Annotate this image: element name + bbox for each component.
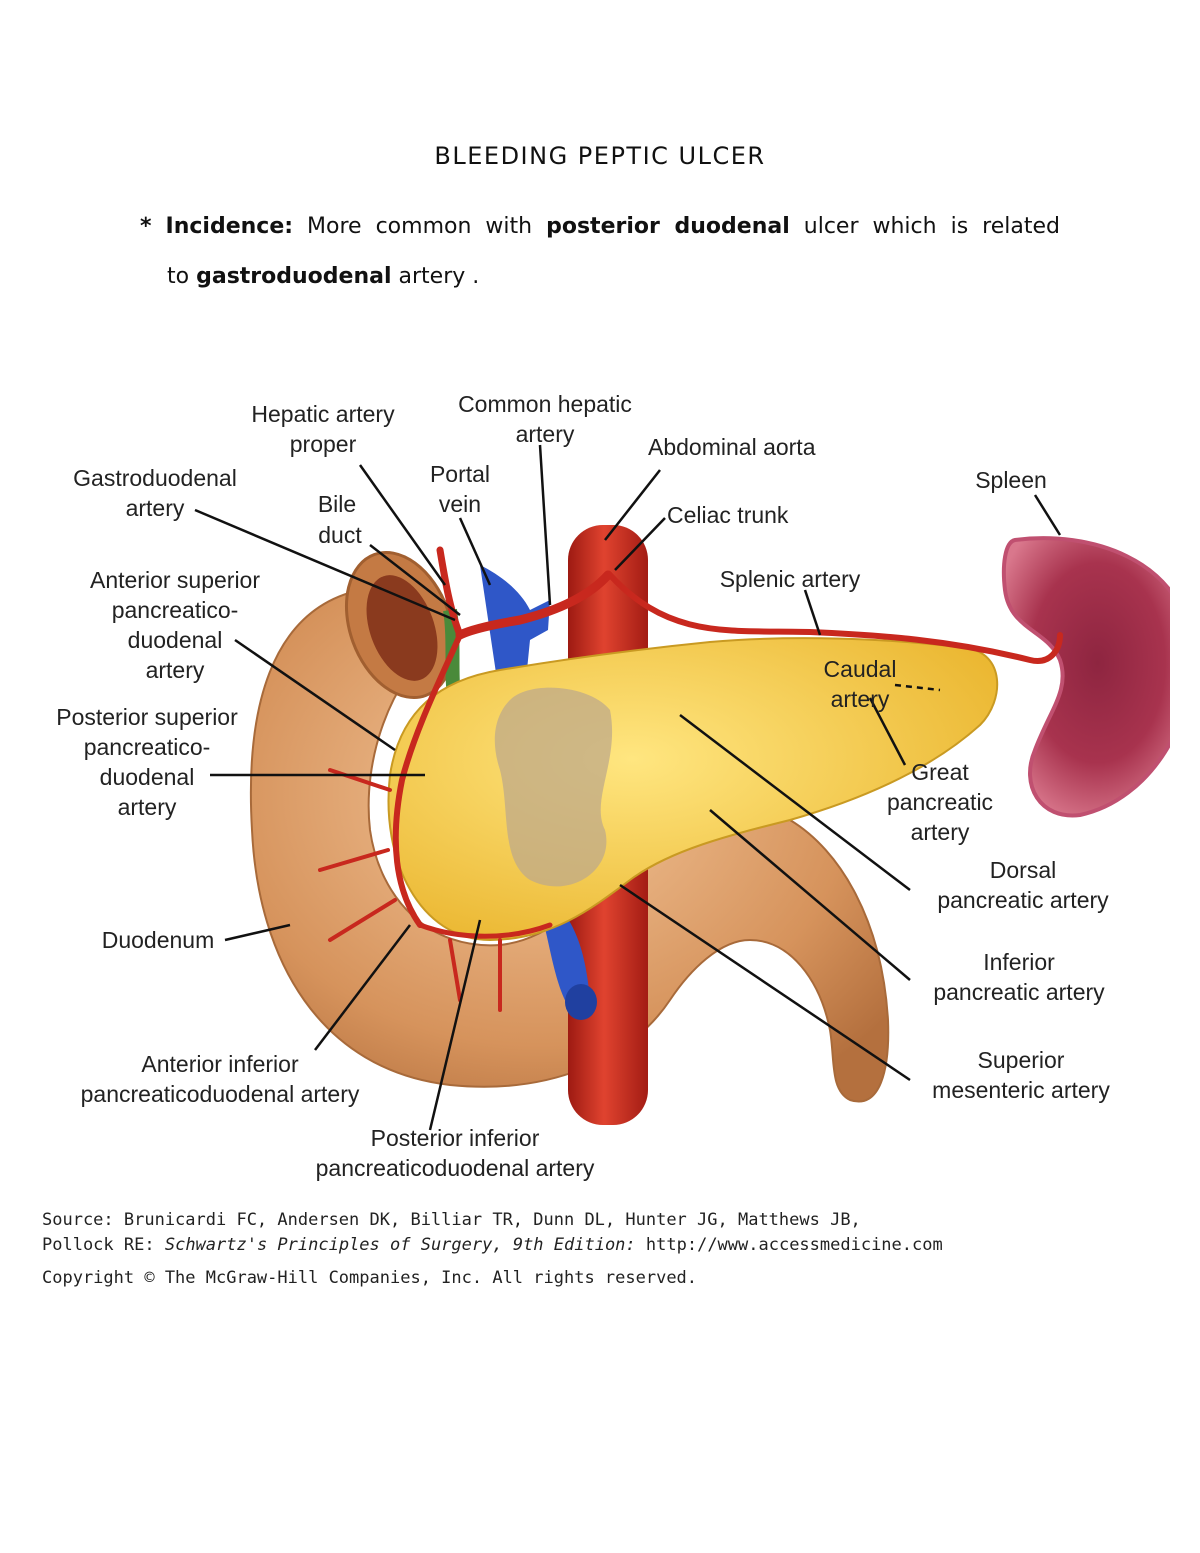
label-inferior-pancreatic-artery: pancreatic artery bbox=[933, 979, 1105, 1005]
page-title: BLEEDING PEPTIC ULCER bbox=[434, 142, 766, 170]
pancreas-blood-supply-illustration: Hepatic artery proper Common hepatic art… bbox=[56, 391, 1170, 1181]
label-posterior-inferior-pd-artery: pancreaticoduodenal artery bbox=[316, 1155, 595, 1181]
source-authors: Pollock RE: bbox=[42, 1235, 155, 1255]
anatomy-figure: Hepatic artery proper Common hepatic art… bbox=[30, 380, 1170, 1200]
source-line-1: Source: Brunicardi FC, Andersen DK, Bill… bbox=[42, 1210, 861, 1230]
label-posterior-superior-pd-artery: duodenal bbox=[100, 764, 195, 790]
incidence-text: ulcer which is related bbox=[803, 214, 1060, 239]
copyright-notice: Copyright © The McGraw-Hill Companies, I… bbox=[42, 1268, 698, 1288]
label-celiac-trunk: Celiac trunk bbox=[667, 502, 789, 528]
figure-labels: Hepatic artery proper Common hepatic art… bbox=[56, 391, 1110, 1181]
incidence-line-1: * Incidence: More common with posterior … bbox=[140, 202, 1060, 252]
label-inferior-pancreatic-artery: Inferior bbox=[983, 949, 1055, 975]
label-gastroduodenal-artery: Gastroduodenal bbox=[73, 465, 237, 491]
spleen-shape bbox=[1001, 536, 1170, 818]
label-posterior-superior-pd-artery: artery bbox=[118, 794, 177, 820]
label-anterior-superior-pd-artery: pancreatico- bbox=[112, 597, 239, 623]
label-caudal-artery: artery bbox=[831, 686, 890, 712]
label-posterior-superior-pd-artery: pancreatico- bbox=[84, 734, 211, 760]
incidence-paragraph: * Incidence: More common with posterior … bbox=[140, 202, 1060, 302]
incidence-emphasis: posterior duodenal bbox=[546, 214, 790, 239]
label-bile-duct: duct bbox=[318, 522, 362, 548]
artery-network bbox=[318, 546, 1063, 1012]
incidence-text: More common with bbox=[307, 214, 533, 239]
label-anterior-superior-pd-artery: duodenal bbox=[128, 627, 223, 653]
label-hepatic-artery-proper: proper bbox=[290, 431, 357, 457]
label-splenic-artery: Splenic artery bbox=[720, 566, 861, 592]
label-gastroduodenal-artery: artery bbox=[126, 495, 185, 521]
bullet: * bbox=[140, 214, 152, 239]
label-common-hepatic-artery: artery bbox=[516, 421, 575, 447]
label-duodenum: Duodenum bbox=[102, 927, 215, 953]
source-book-title: Schwartz's Principles of Surgery, 9th Ed… bbox=[164, 1235, 636, 1255]
label-abdominal-aorta: Abdominal aorta bbox=[648, 434, 816, 460]
label-caudal-artery: Caudal bbox=[824, 656, 897, 682]
label-posterior-inferior-pd-artery: Posterior inferior bbox=[371, 1125, 540, 1151]
label-anterior-superior-pd-artery: Anterior superior bbox=[90, 567, 260, 593]
label-hepatic-artery-proper: Hepatic artery bbox=[251, 401, 395, 427]
leader-lines bbox=[194, 444, 1062, 1131]
label-superior-mesenteric-artery: mesenteric artery bbox=[932, 1077, 1110, 1103]
incidence-text: to bbox=[167, 264, 190, 289]
source-line-2: Pollock RE: Schwartz's Principles of Sur… bbox=[42, 1233, 943, 1258]
label-superior-mesenteric-artery: Superior bbox=[978, 1047, 1065, 1073]
label-portal-vein: Portal bbox=[430, 461, 490, 487]
label-anterior-inferior-pd-artery: pancreaticoduodenal artery bbox=[81, 1081, 360, 1107]
incidence-line-2: to gastroduodenal artery . bbox=[140, 252, 1060, 302]
label-anterior-superior-pd-artery: artery bbox=[146, 657, 205, 683]
figure-source: Source: Brunicardi FC, Andersen DK, Bill… bbox=[42, 1208, 943, 1258]
label-dorsal-pancreatic-artery: pancreatic artery bbox=[937, 887, 1109, 913]
label-portal-vein: vein bbox=[439, 491, 481, 517]
source-url: http://www.accessmedicine.com bbox=[645, 1235, 943, 1255]
label-great-pancreatic-artery: artery bbox=[911, 819, 970, 845]
label-great-pancreatic-artery: pancreatic bbox=[887, 789, 993, 815]
incidence-label: Incidence: bbox=[165, 214, 294, 239]
label-spleen: Spleen bbox=[975, 467, 1047, 493]
label-anterior-inferior-pd-artery: Anterior inferior bbox=[141, 1051, 299, 1077]
incidence-text: artery . bbox=[398, 264, 480, 289]
pancreas-shape bbox=[387, 637, 999, 942]
label-posterior-superior-pd-artery: Posterior superior bbox=[56, 704, 238, 730]
label-great-pancreatic-artery: Great bbox=[911, 759, 969, 785]
label-common-hepatic-artery: Common hepatic bbox=[458, 391, 632, 417]
label-dorsal-pancreatic-artery: Dorsal bbox=[990, 857, 1056, 883]
incidence-emphasis: gastroduodenal bbox=[196, 264, 392, 289]
label-bile-duct: Bile bbox=[318, 491, 356, 517]
